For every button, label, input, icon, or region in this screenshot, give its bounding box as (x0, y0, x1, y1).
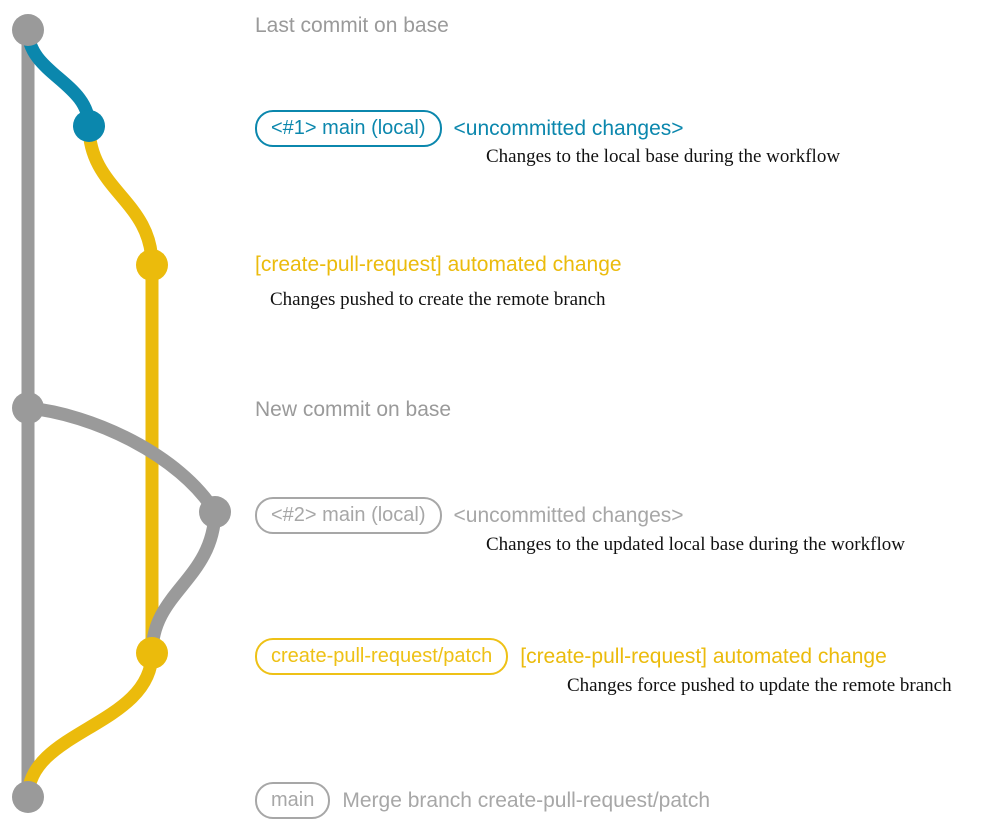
commit-message: Merge branch create-pull-request/patch (342, 788, 711, 812)
row-automated-change-2: create-pull-request/patch [create-pull-r… (255, 638, 887, 675)
edge-local1-to-patch1 (82, 119, 159, 272)
branch-badge-main[interactable]: main (255, 782, 331, 819)
commit-node-patch-1 (136, 249, 168, 281)
ref-line: main Merge branch create-pull-request/pa… (255, 782, 710, 819)
edge-patch2-to-merge (21, 646, 159, 804)
edge-local2-to-patch2 (145, 505, 222, 660)
commit-description-2: Changes pushed to create the remote bran… (270, 289, 606, 310)
commit-node-local-1 (73, 110, 105, 142)
commit-description-4: Changes force pushed to update the remot… (567, 675, 952, 696)
commit-node-base-new (12, 392, 44, 424)
ref-line: <#1> main (local) <uncommitted changes> (255, 110, 684, 147)
commit-headline: [create-pull-request] automated change (255, 253, 622, 276)
row-last-commit-on-base: Last commit on base (255, 14, 449, 38)
commit-message: <uncommitted changes> (453, 116, 684, 140)
branch-badge-main-local-1[interactable]: <#1> main (local) (255, 110, 442, 147)
row-automated-change-1: [create-pull-request] automated change (255, 253, 622, 277)
commit-description-3: Changes to the updated local base during… (486, 534, 905, 555)
commit-node-local-2 (199, 496, 231, 528)
commit-node-patch-2 (136, 637, 168, 669)
edge-base-to-local1 (21, 23, 96, 133)
branch-badge-create-pull-request-patch[interactable]: create-pull-request/patch (255, 638, 509, 675)
commit-node-merge (12, 781, 44, 813)
branch-badge-main-local-2[interactable]: <#2> main (local) (255, 497, 442, 534)
commit-message: [create-pull-request] automated change (520, 644, 887, 668)
ref-line: <#2> main (local) <uncommitted changes> (255, 497, 684, 534)
ref-line: create-pull-request/patch [create-pull-r… (255, 638, 887, 675)
row-local-uncommitted-1: <#1> main (local) <uncommitted changes> (255, 110, 684, 147)
row-merge-branch: main Merge branch create-pull-request/pa… (255, 782, 710, 819)
commit-description-1: Changes to the local base during the wor… (486, 146, 841, 167)
commit-headline: New commit on base (255, 398, 452, 421)
edge-basenew-to-local2 (21, 401, 222, 519)
commit-graph-svg (12, 14, 231, 813)
row-local-uncommitted-2: <#2> main (local) <uncommitted changes> (255, 497, 684, 534)
row-new-commit-on-base: New commit on base (255, 398, 451, 422)
commit-message: <uncommitted changes> (453, 503, 684, 527)
commit-headline: Last commit on base (255, 14, 449, 37)
commit-node-base-head (12, 14, 44, 46)
